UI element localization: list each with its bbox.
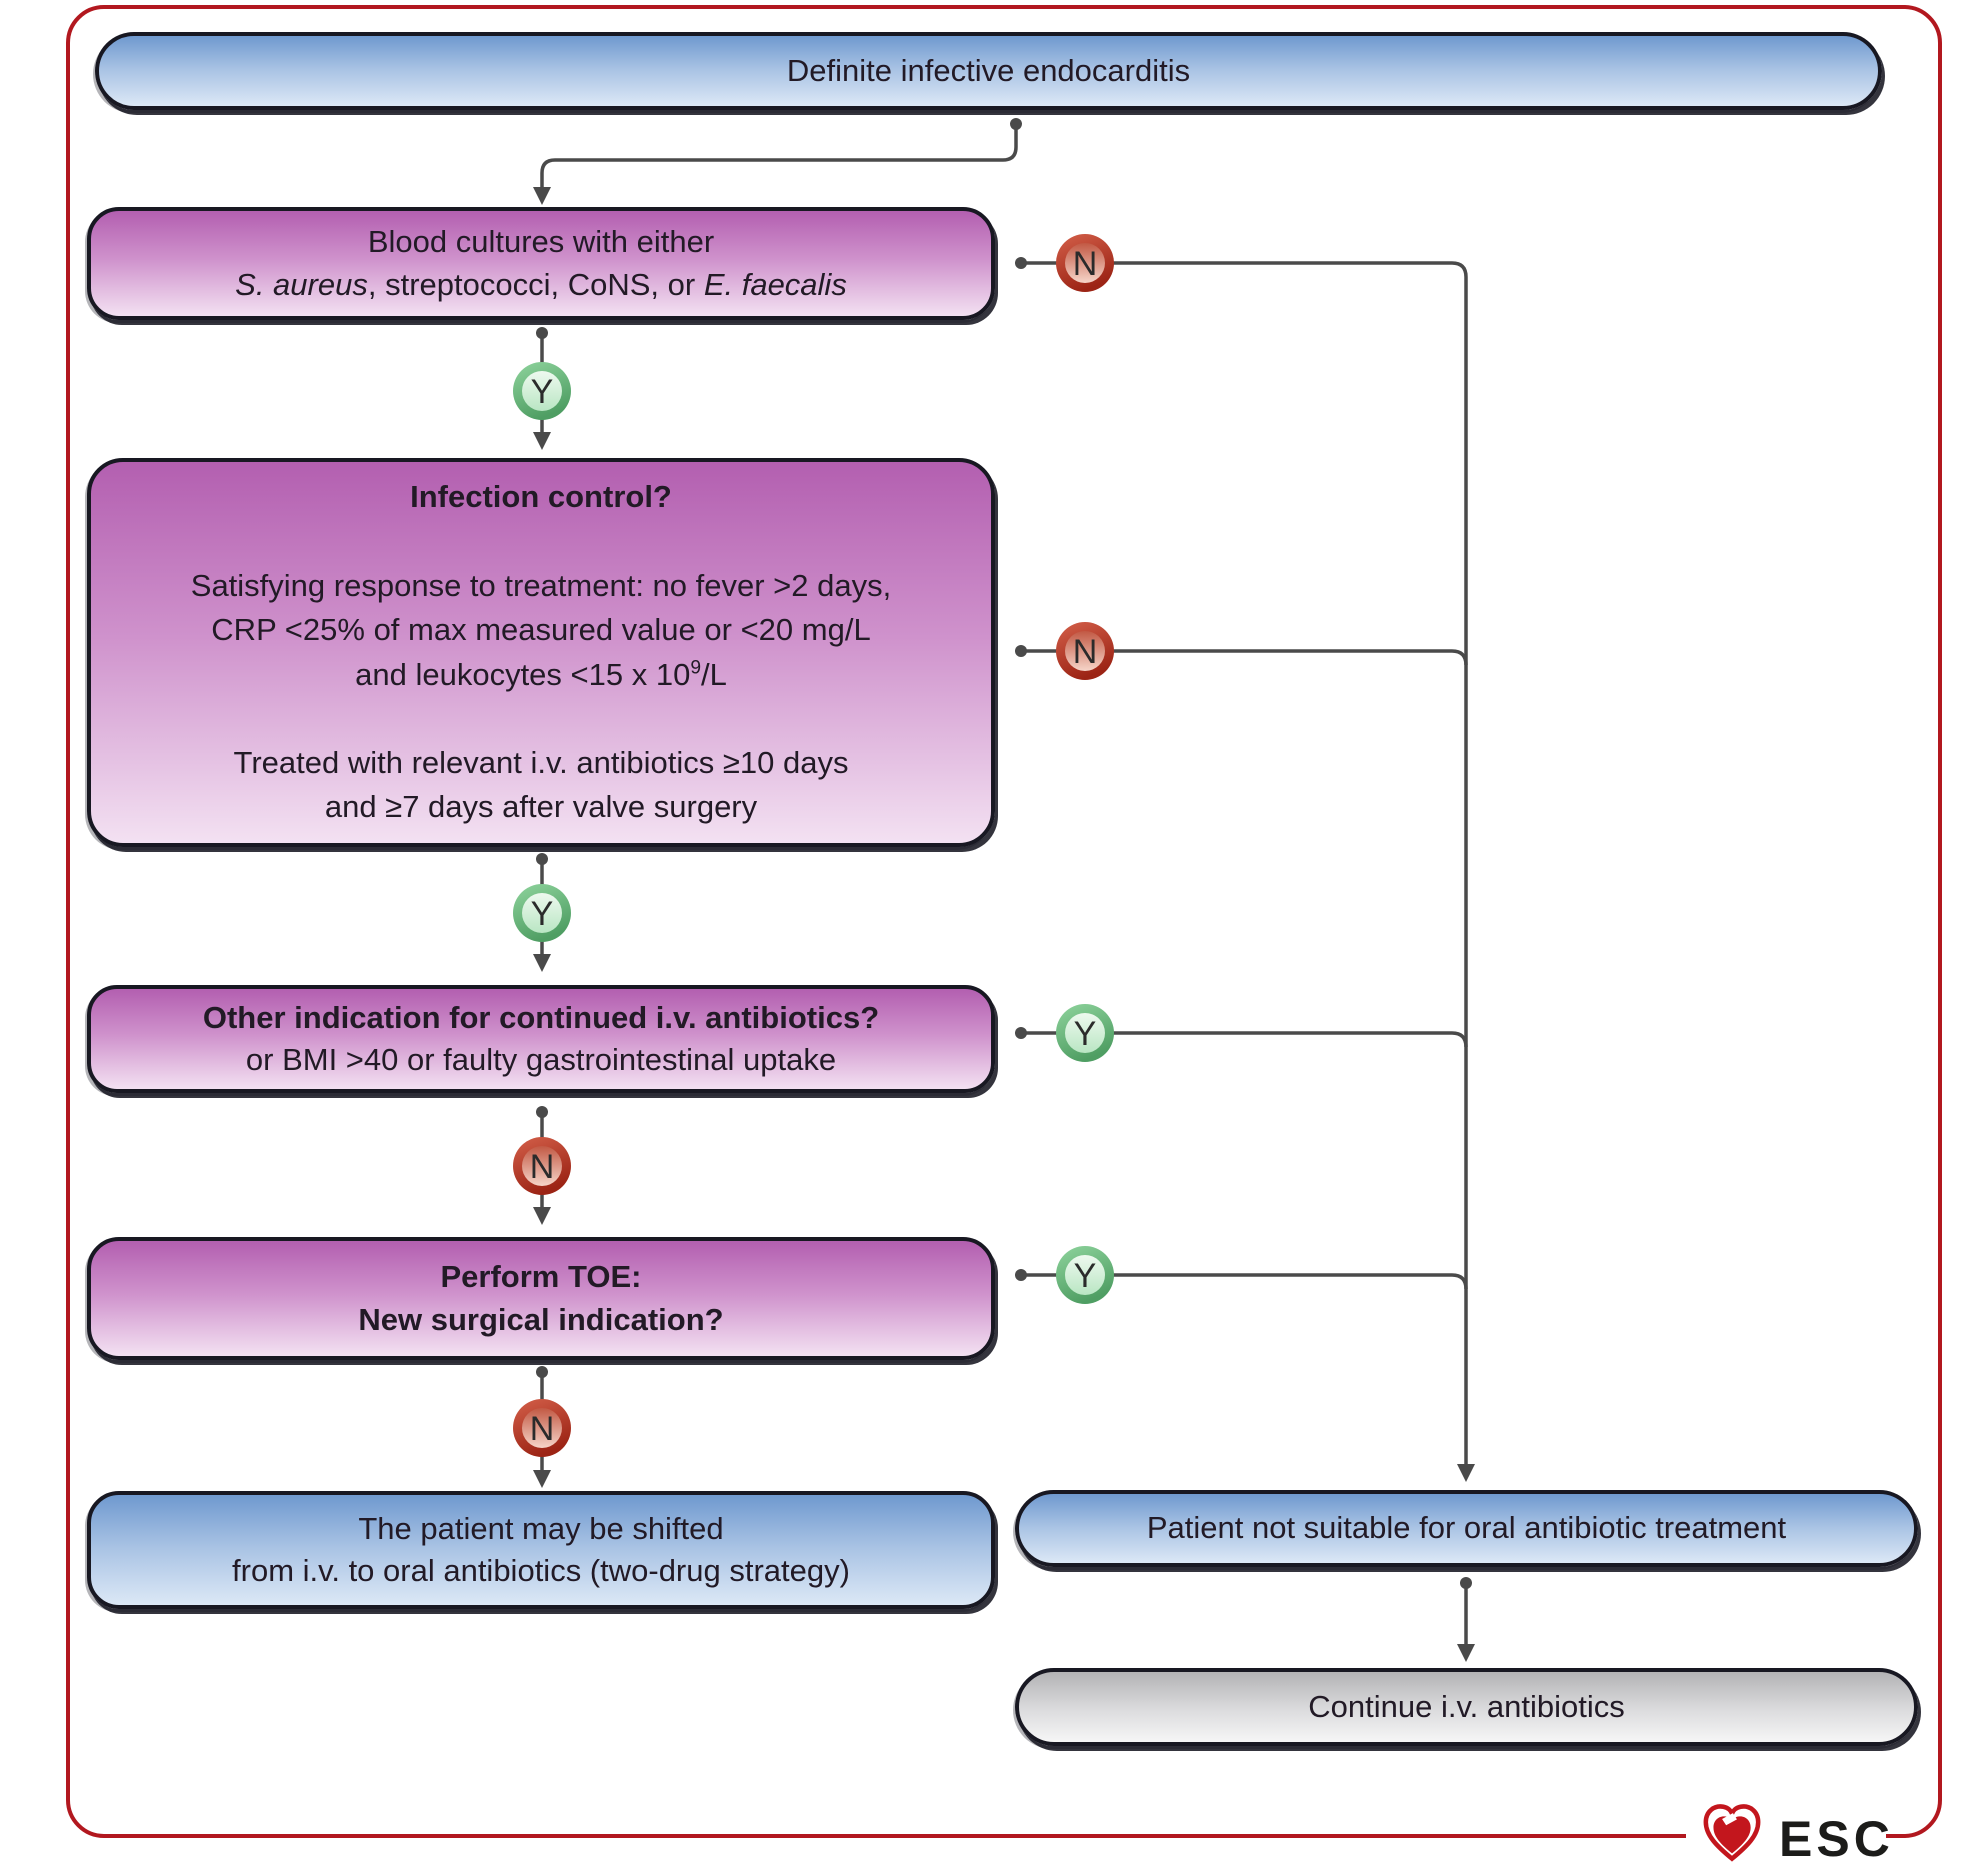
connector-branch-1-trunk (1113, 261, 1475, 1482)
branch-label-no: N (530, 1148, 555, 1186)
connector-branch-3-join (1113, 1031, 1468, 1048)
node-title-line: Perform TOE: (440, 1259, 642, 1295)
node-continue-iv: Continue i.v. antibiotics (1015, 1668, 1918, 1746)
node-not-suitable: Patient not suitable for oral antibiotic… (1015, 1490, 1918, 1567)
branch-label-no: N (1073, 633, 1098, 671)
node-definite-ie: Definite infective endocarditis (95, 32, 1882, 110)
node-title-line: Other indication for continued i.v. anti… (202, 999, 880, 1035)
esc-heart-icon (1703, 1804, 1761, 1862)
node-text-line: Patient not suitable for oral antibiotic… (1146, 1510, 1787, 1546)
node-text-line: from i.v. to oral antibiotics (two-drug … (232, 1553, 850, 1588)
branch-label-no: N (1073, 245, 1098, 283)
node-text-line: S. aureus, streptococci, CoNS, or E. fae… (235, 266, 847, 302)
node-other-indication: Other indication for continued i.v. anti… (87, 985, 995, 1093)
node-blood-cultures: Blood cultures with either S. aureus, st… (87, 207, 995, 320)
branch-circle-no-blood: N (1056, 234, 1114, 292)
node-text-line: Satisfying response to treatment: no fev… (190, 567, 892, 603)
branch-label-no: N (530, 1410, 555, 1448)
node-title-line: Infection control? (410, 479, 672, 515)
node-text-line: Blood cultures with either (367, 224, 715, 260)
connector-branch-4-join (1113, 1273, 1468, 1290)
node-text-line: The patient may be shifted (358, 1510, 724, 1546)
branch-circle-yes-1: Y (513, 362, 571, 420)
node-perform-toe: Perform TOE: New surgical indication? (87, 1237, 995, 1360)
branch-label-yes: Y (1074, 1257, 1097, 1295)
red-border-frame (66, 5, 1942, 1838)
branch-label-yes: Y (531, 373, 554, 411)
node-text-line: and ≥7 days after valve surgery (324, 789, 758, 825)
connector-lines (533, 124, 1475, 1662)
branch-circle-yes-toe: Y (1056, 1246, 1114, 1304)
branch-label-yes: Y (1074, 1015, 1097, 1053)
node-text-line: Treated with relevant i.v. antibiotics ≥… (233, 745, 849, 781)
node-shift-to-oral: The patient may be shifted from i.v. to … (87, 1491, 995, 1609)
branch-circles: Y Y N N N (513, 234, 1114, 1457)
node-text-line: and leukocytes <15 x 109/L (355, 656, 727, 692)
branch-circle-yes-other: Y (1056, 1004, 1114, 1062)
connector-dots (536, 118, 1472, 1589)
esc-logo-text: ESC (1779, 1811, 1894, 1865)
branch-circle-no-2: N (513, 1399, 571, 1457)
branch-circle-no-1: N (513, 1137, 571, 1195)
node-spacer-line (91, 520, 991, 564)
node-text-line: Definite infective endocarditis (786, 52, 1191, 88)
node-text-line: Continue i.v. antibiotics (1308, 1688, 1625, 1724)
node-text-line: or BMI >40 or faulty gastrointestinal up… (245, 1042, 837, 1077)
branch-circle-no-infection: N (1056, 622, 1114, 680)
branch-circle-yes-2: Y (513, 884, 571, 942)
node-text-line: CRP <25% of max measured value or <20 mg… (211, 612, 871, 648)
node-title-line: New surgical indication? (358, 1301, 724, 1337)
node-infection-control: Infection control? Satisfying response t… (87, 458, 995, 847)
connector-branch-2-join (1113, 649, 1468, 666)
node-spacer-line (91, 697, 991, 741)
connector-top-elbow (533, 124, 1018, 205)
branch-label-yes: Y (531, 895, 554, 933)
